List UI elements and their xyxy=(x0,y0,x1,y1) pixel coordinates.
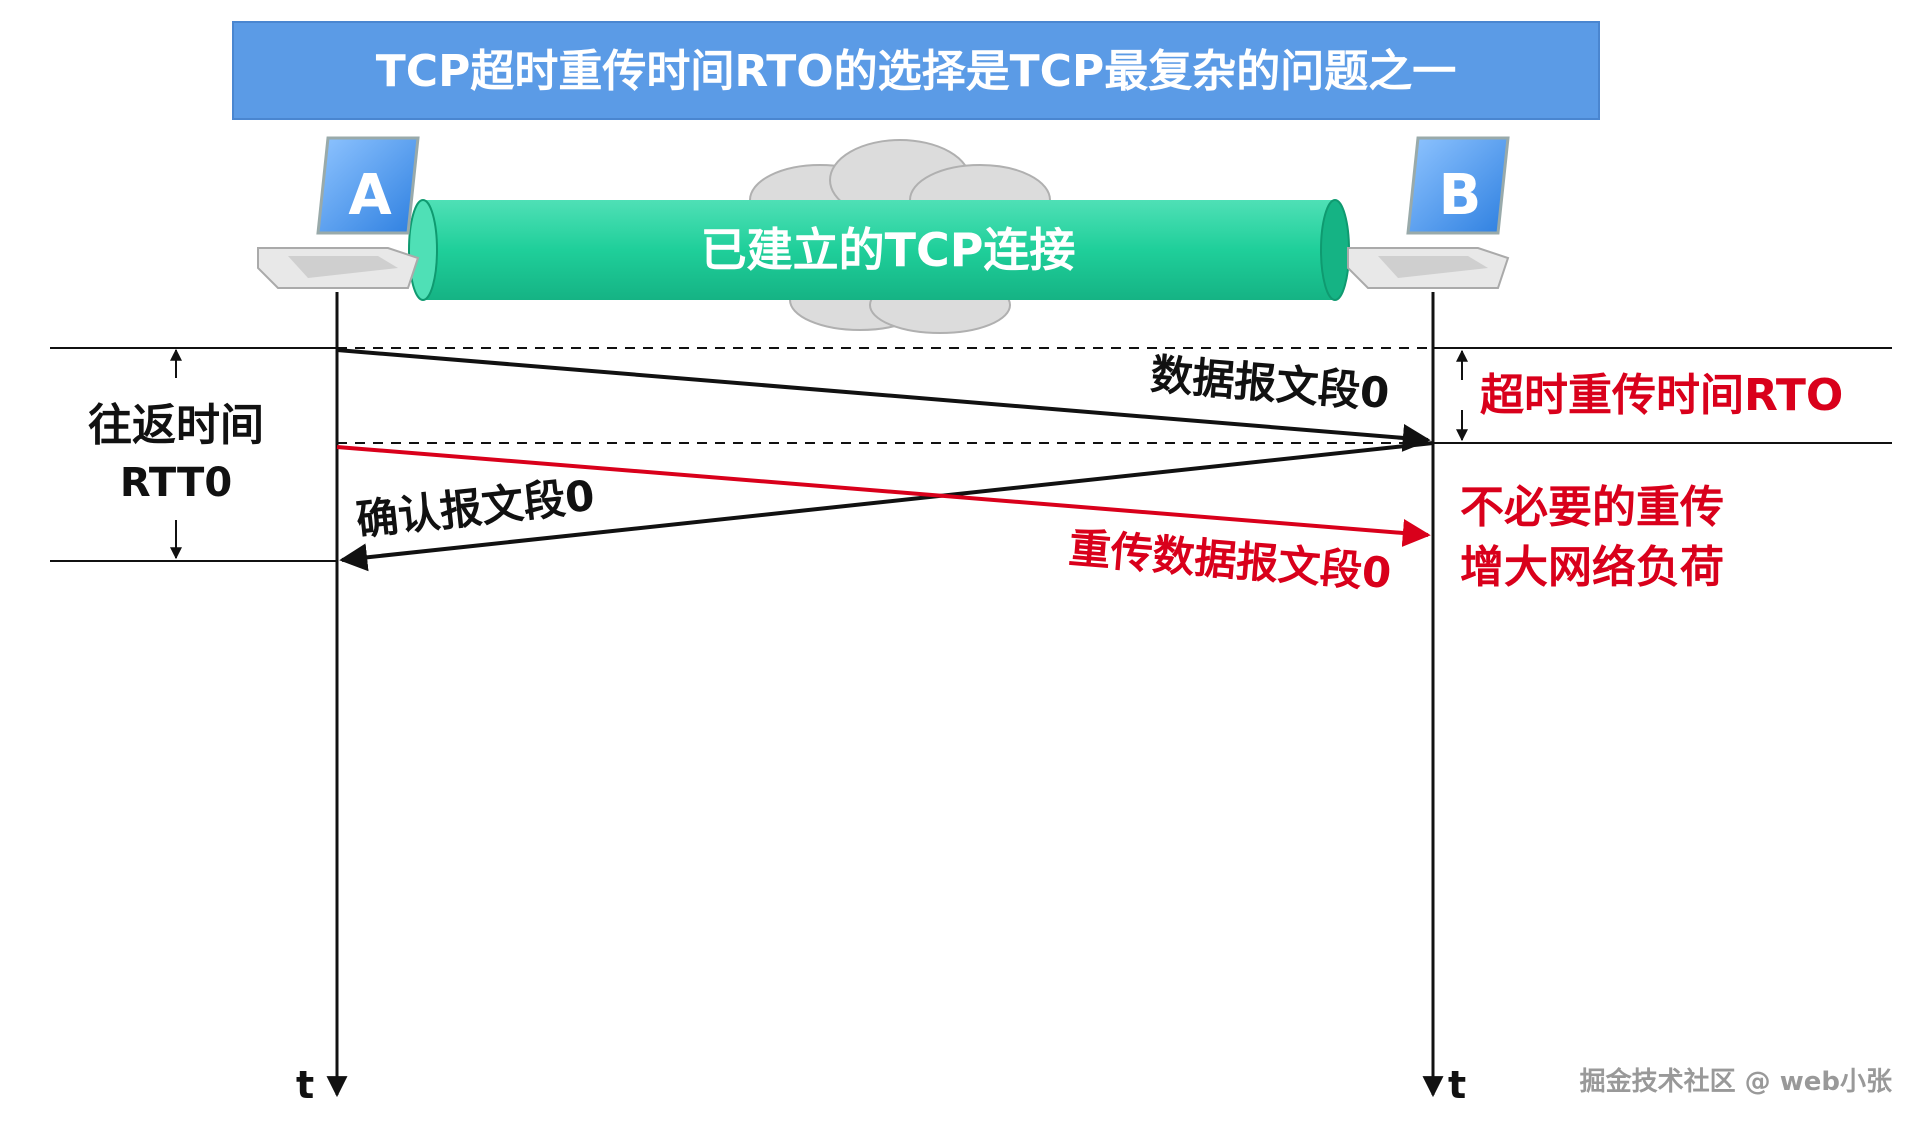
laptop-a-icon: A xyxy=(257,136,420,289)
ack-segment-label: 确认报文段0 xyxy=(354,471,597,545)
note-line1: 不必要的重传 xyxy=(1460,482,1724,533)
rtt-bracket: 往返时间 RTT0 xyxy=(88,348,264,560)
data-segment-label: 数据报文段0 xyxy=(1149,350,1391,418)
time-axis-a-label: t xyxy=(296,1063,314,1107)
connection-label: 已建立的TCP连接 xyxy=(701,223,1076,277)
host-b-label: B xyxy=(1439,163,1482,228)
rto-bracket: 超时重传时间RTO xyxy=(1456,349,1843,442)
host-a-label: A xyxy=(348,163,392,228)
time-axis-b-label: t xyxy=(1448,1063,1466,1107)
rtt-label-line1: 往返时间 xyxy=(88,400,264,451)
data-segment-arrow: 数据报文段0 xyxy=(336,348,1431,452)
title-text: TCP超时重传时间RTO的选择是TCP最复杂的问题之一 xyxy=(376,46,1456,97)
watermark: 掘金技术社区 @ web小张 xyxy=(1580,1066,1893,1097)
title-bar: TCP超时重传时间RTO的选择是TCP最复杂的问题之一 xyxy=(232,21,1600,120)
retransmit-segment-label: 重传数据报文段0 xyxy=(1067,523,1393,598)
laptop-b-icon: B xyxy=(1347,136,1510,289)
note-line2: 增大网络负荷 xyxy=(1460,542,1724,593)
tcp-connection-tube: 已建立的TCP连接 xyxy=(408,199,1350,301)
rto-label: 超时重传时间RTO xyxy=(1480,370,1843,421)
rtt-label-line2: RTT0 xyxy=(120,460,232,506)
